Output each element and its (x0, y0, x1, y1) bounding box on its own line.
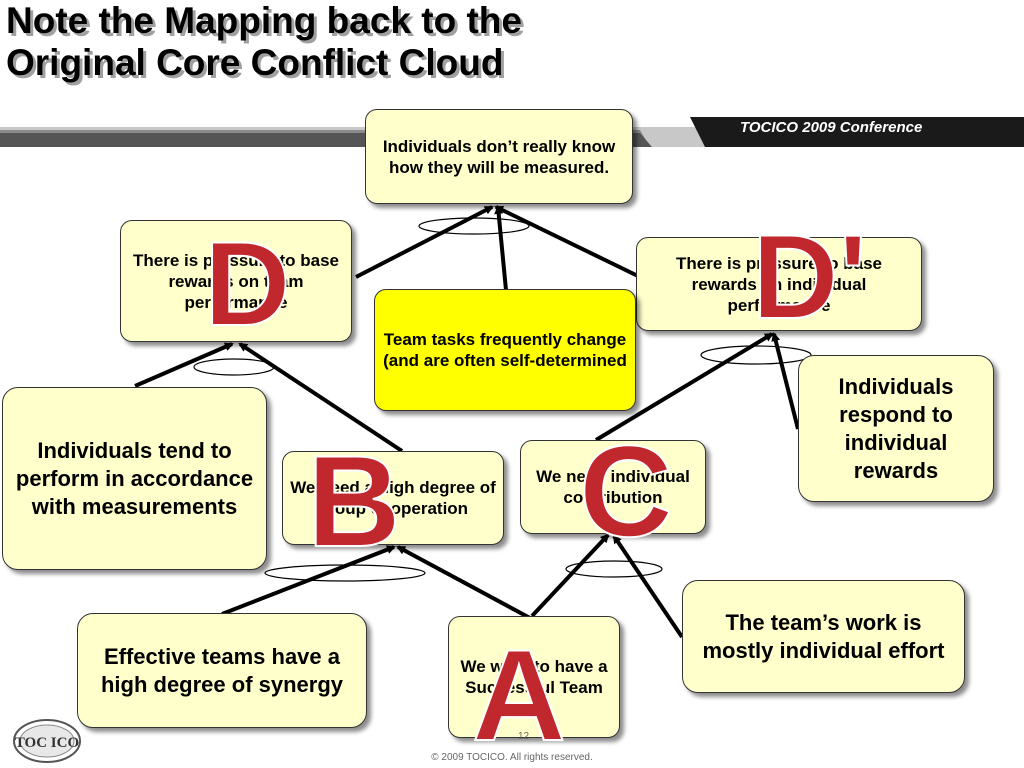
arrow-respond-to-dprime (771, 332, 800, 430)
arrow-a-to-c (530, 533, 610, 618)
node-team-tasks-change: Team tasks frequently change (and are of… (374, 289, 636, 411)
label-a: A (471, 622, 567, 768)
label-d: D (203, 217, 292, 351)
ellipse-right (700, 345, 812, 365)
node-team-reward-pressure: There is pressure to base rewards on tea… (120, 220, 352, 342)
arrow-tasks-to-top (494, 205, 508, 291)
arrow-a-to-b (396, 545, 531, 620)
title-line-2: Original Core Conflict Cloud (6, 42, 504, 83)
node-effective-teams: Effective teams have a high degree of sy… (77, 613, 367, 728)
label-c: C (578, 418, 674, 564)
node-group-cooperation: We need a high degree of group cooperati… (282, 451, 504, 545)
ellipse-left (193, 358, 275, 376)
title-line-1: Note the Mapping back to the (6, 0, 522, 41)
node-individual-contribution: We need individual contribution (520, 440, 706, 534)
page-number: 12 (518, 731, 530, 742)
conference-label: TOCICO 2009 Conference (740, 119, 923, 136)
arrow-synergy-to-b (221, 545, 396, 616)
logo-text: TOC ICO (15, 735, 79, 751)
label-d-prime: D' (751, 210, 868, 344)
arrow-teamwork-to-c (612, 534, 684, 639)
node-successful-team: We want to have a Successful Team (448, 616, 620, 738)
node-top-injection: Individuals don’t really know how they w… (365, 109, 633, 204)
arrow-tend-to-d (134, 342, 234, 388)
ellipse-bottom-right (565, 560, 663, 578)
slide-title: Note the Mapping back to the Original Co… (6, 0, 522, 84)
arrow-d-to-top (355, 205, 494, 279)
copyright-notice: © 2009 TOCICO. All rights reserved. (431, 752, 593, 763)
arrow-c-to-dprime (594, 332, 774, 442)
arrow-dprime-to-top (494, 205, 641, 279)
ellipse-top (418, 217, 530, 235)
node-individuals-respond: Individuals respond to individual reward… (798, 355, 994, 502)
tocico-logo: TOC ICO (13, 719, 81, 763)
label-b: B (306, 428, 402, 574)
arrow-b-to-d (238, 342, 404, 453)
node-teams-work: The team’s work is mostly individual eff… (682, 580, 965, 693)
node-individuals-tend: Individuals tend to perform in accordanc… (2, 387, 267, 570)
node-individual-reward-pressure: There is pressure to base rewards on ind… (636, 237, 922, 331)
